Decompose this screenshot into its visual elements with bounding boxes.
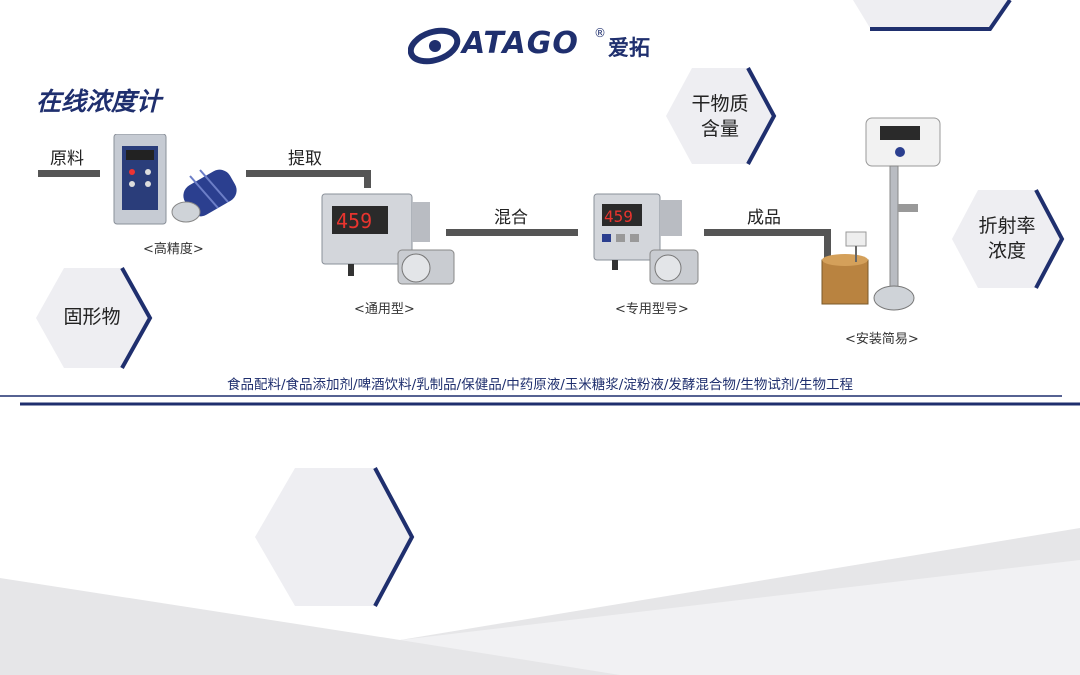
flow-line-raw bbox=[38, 170, 100, 177]
hexagon-refractive bbox=[952, 189, 1065, 289]
flow-line-product-drop bbox=[824, 229, 831, 259]
caption-general-type: <通用型> bbox=[354, 302, 415, 317]
general-type-device-image: 459 bbox=[321, 193, 455, 285]
top-right-hexagon bbox=[853, 0, 1010, 28]
empty-hexagon bbox=[255, 468, 412, 606]
logo-text: ATAGO bbox=[462, 26, 579, 61]
dedicated-type-device-image: 459 bbox=[593, 193, 699, 285]
page-title: 在线浓度计 bbox=[36, 87, 162, 116]
caption-dedicated-type: <专用型号> bbox=[615, 302, 689, 317]
registered-mark: ® bbox=[594, 26, 606, 40]
hex-refractive-text: 折射率 浓度 bbox=[962, 214, 1052, 264]
label-extraction: 提取 bbox=[288, 149, 322, 169]
bottom-light-band bbox=[400, 560, 1080, 675]
top-right-hexagon-edge bbox=[870, 0, 1012, 31]
label-mixing: 混合 bbox=[494, 208, 528, 228]
logo-cn-name: 爱拓 bbox=[608, 36, 650, 60]
easy-install-device-image bbox=[821, 117, 941, 311]
hex-dry-matter-line1: 干物质 bbox=[691, 93, 749, 115]
high-precision-device-image bbox=[113, 134, 237, 225]
flow-line-mix bbox=[446, 229, 578, 236]
empty-hexagon-edge bbox=[373, 467, 415, 607]
hexagon-solids bbox=[36, 267, 153, 369]
hex-dry-matter-line2: 含量 bbox=[700, 118, 739, 140]
hex-dry-matter-text: 干物质 含量 bbox=[676, 92, 764, 142]
applications-list: 食品配料/食品添加剂/啤酒饮料/乳制品/保健品/中药原液/玉米糖浆/淀粉液/发酵… bbox=[227, 377, 853, 393]
hexagon-dry-matter bbox=[666, 67, 777, 165]
flow-line-product bbox=[704, 229, 830, 236]
general-display-value: 459 bbox=[336, 209, 372, 233]
dedicated-display-value: 459 bbox=[604, 207, 633, 226]
hex-refractive-line1: 折射率 bbox=[978, 215, 1036, 237]
atago-logo: ATAGO ® 爱拓 bbox=[408, 24, 668, 66]
flow-line-extract bbox=[246, 170, 370, 177]
caption-high-precision: <高精度> bbox=[143, 242, 204, 257]
atago-swoosh-icon bbox=[408, 27, 461, 65]
hex-refractive-line2: 浓度 bbox=[987, 240, 1026, 262]
hex-solids-text: 固形物 bbox=[63, 306, 121, 328]
flow-line-extract-drop bbox=[364, 170, 371, 188]
label-finished-product: 成品 bbox=[747, 208, 781, 228]
caption-easy-install: <安装简易> bbox=[845, 332, 919, 347]
label-raw-material: 原料 bbox=[50, 149, 84, 169]
